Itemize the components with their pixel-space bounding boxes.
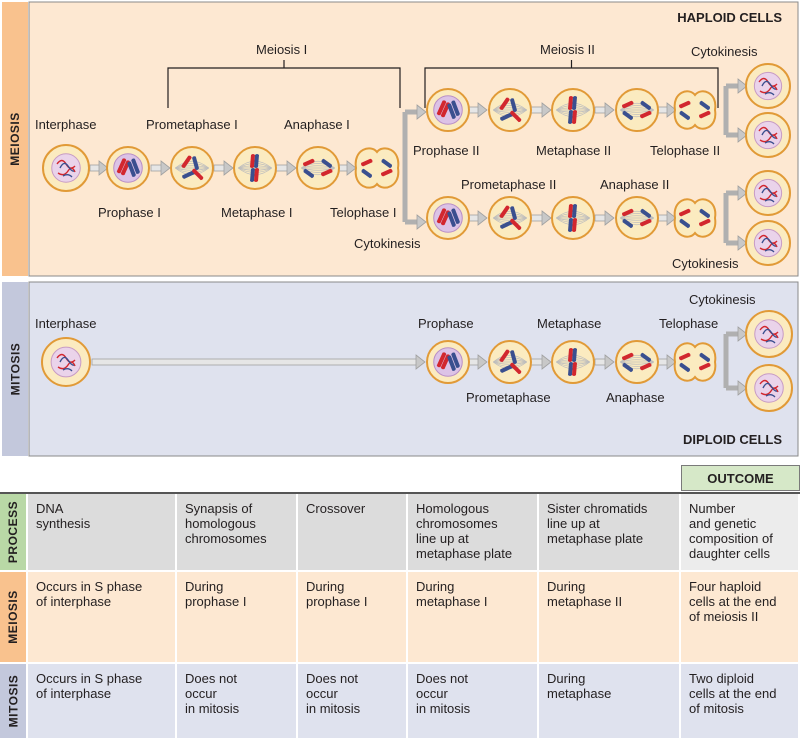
prometaphase-i-cell [170,146,214,190]
haploid-daughter-cell-2 [745,112,791,158]
meiosis-interphase-label: Interphase [35,117,97,132]
arrow-m1-4 [275,160,297,176]
prophase-ii-cell [426,88,470,132]
meiosis-ii-fork [402,104,427,230]
metaphase-ii-cell [551,88,595,132]
outcome-header-text: OUTCOME [707,470,774,486]
metaphase-i-label: Metaphase I [221,205,293,220]
meiosis-ii-label: Meiosis II [540,42,595,57]
arrow-mit-4 [657,354,677,370]
prometaphase-i-label: Prometaphase I [146,117,238,132]
meiosis-tab: MEIOSIS [2,2,28,276]
anaphase-ii-cell [615,196,659,240]
table-row-label-meiosis: MEIOSIS [0,572,26,662]
meiosis-ii-top-anaphase-cell [615,88,659,132]
diploid-daughter-cell-1 [745,310,793,358]
metaphase-i-cell [233,146,277,190]
meiosis-ii-bottom-prophase-cell [426,196,470,240]
haploid-daughter-cell-4 [745,220,791,266]
prometaphase-ii-cell [488,196,532,240]
meiosis-ii-bracket [424,60,719,108]
prophase-i-label: Prophase I [98,205,161,220]
meiosis-i-bracket [167,60,401,108]
cytokinesis-bottom-label: Cytokinesis [672,256,739,271]
haploid-daughter-cell-1 [745,63,791,109]
mitosis-prometaphase-label: Prometaphase [466,390,551,405]
mitosis-prometaphase-cell [488,340,532,384]
meiosis-ii-top-prometaphase-cell [488,88,532,132]
telophase-ii-label: Telophase II [650,143,721,158]
table-row-label-text: PROCESS [6,500,20,564]
table-row-label-text: MITOSIS [6,674,20,728]
arrow-m1-3 [213,160,234,176]
mitosis-anaphase-label: Anaphase [606,390,665,405]
table-row-label-process: PROCESS [0,494,26,570]
mitosis-tab: MITOSIS [2,282,28,456]
cell-division-diagram [28,1,799,457]
diploid-cells-label: DIPLOID CELLS [683,432,782,447]
anaphase-i-label: Anaphase I [284,117,350,132]
metaphase-ii-label: Metaphase II [536,143,612,158]
arrow-m1-2 [150,160,171,176]
prometaphase-ii-label: Prometaphase II [461,177,557,192]
mitosis-prophase-cell [426,340,470,384]
cytokinesis-mid-label: Cytokinesis [354,236,421,251]
table-cell-process-2: Crossover [298,494,408,572]
anaphase-i-cell [296,146,340,190]
meiosis-interphase-cell [42,144,90,192]
arrow-mit-3 [594,354,615,370]
arrow-m2b-4 [657,210,677,226]
telophase-i-label: Telophase I [330,205,397,220]
mitosis-telophase-label: Telophase [659,316,719,331]
telophase-i-cell [354,147,400,189]
prophase-ii-label: Prophase II [413,143,480,158]
meiosis-i-label: Meiosis I [256,42,308,57]
prophase-i-cell [106,146,150,190]
mitosis-metaphase-cell [551,340,595,384]
outcome-header: OUTCOME [681,465,800,491]
arrow-mitosis-long [91,354,426,370]
arrow-m1-5 [338,160,357,176]
meiosis-panel [28,1,799,277]
mitosis-telophase-cell [673,342,717,382]
table-row-label-text: MEIOSIS [6,590,21,644]
mitosis-cytokinesis-label: Cytokinesis [689,292,756,307]
mitosis-panel [28,281,799,457]
meiosis-ii-bottom-metaphase-cell [551,196,595,240]
cytokinesis-top-label: Cytokinesis [691,44,758,59]
haploid-daughter-cell-3 [745,170,791,216]
meiosis-ii-bottom-telophase-cell [673,198,717,238]
anaphase-ii-label: Anaphase II [600,177,670,192]
mitosis-interphase-cell [41,337,91,387]
mitosis-metaphase-label: Metaphase [537,316,602,331]
table-row-label-mitosis: MITOSIS [0,664,26,738]
mitosis-anaphase-cell [615,340,659,384]
mitosis-prophase-label: Prophase [418,316,474,331]
mitosis-interphase-label: Interphase [35,316,97,331]
telophase-ii-cell [673,90,717,130]
haploid-cells-label: HAPLOID CELLS [677,10,782,25]
diploid-daughter-cell-2 [745,364,793,412]
